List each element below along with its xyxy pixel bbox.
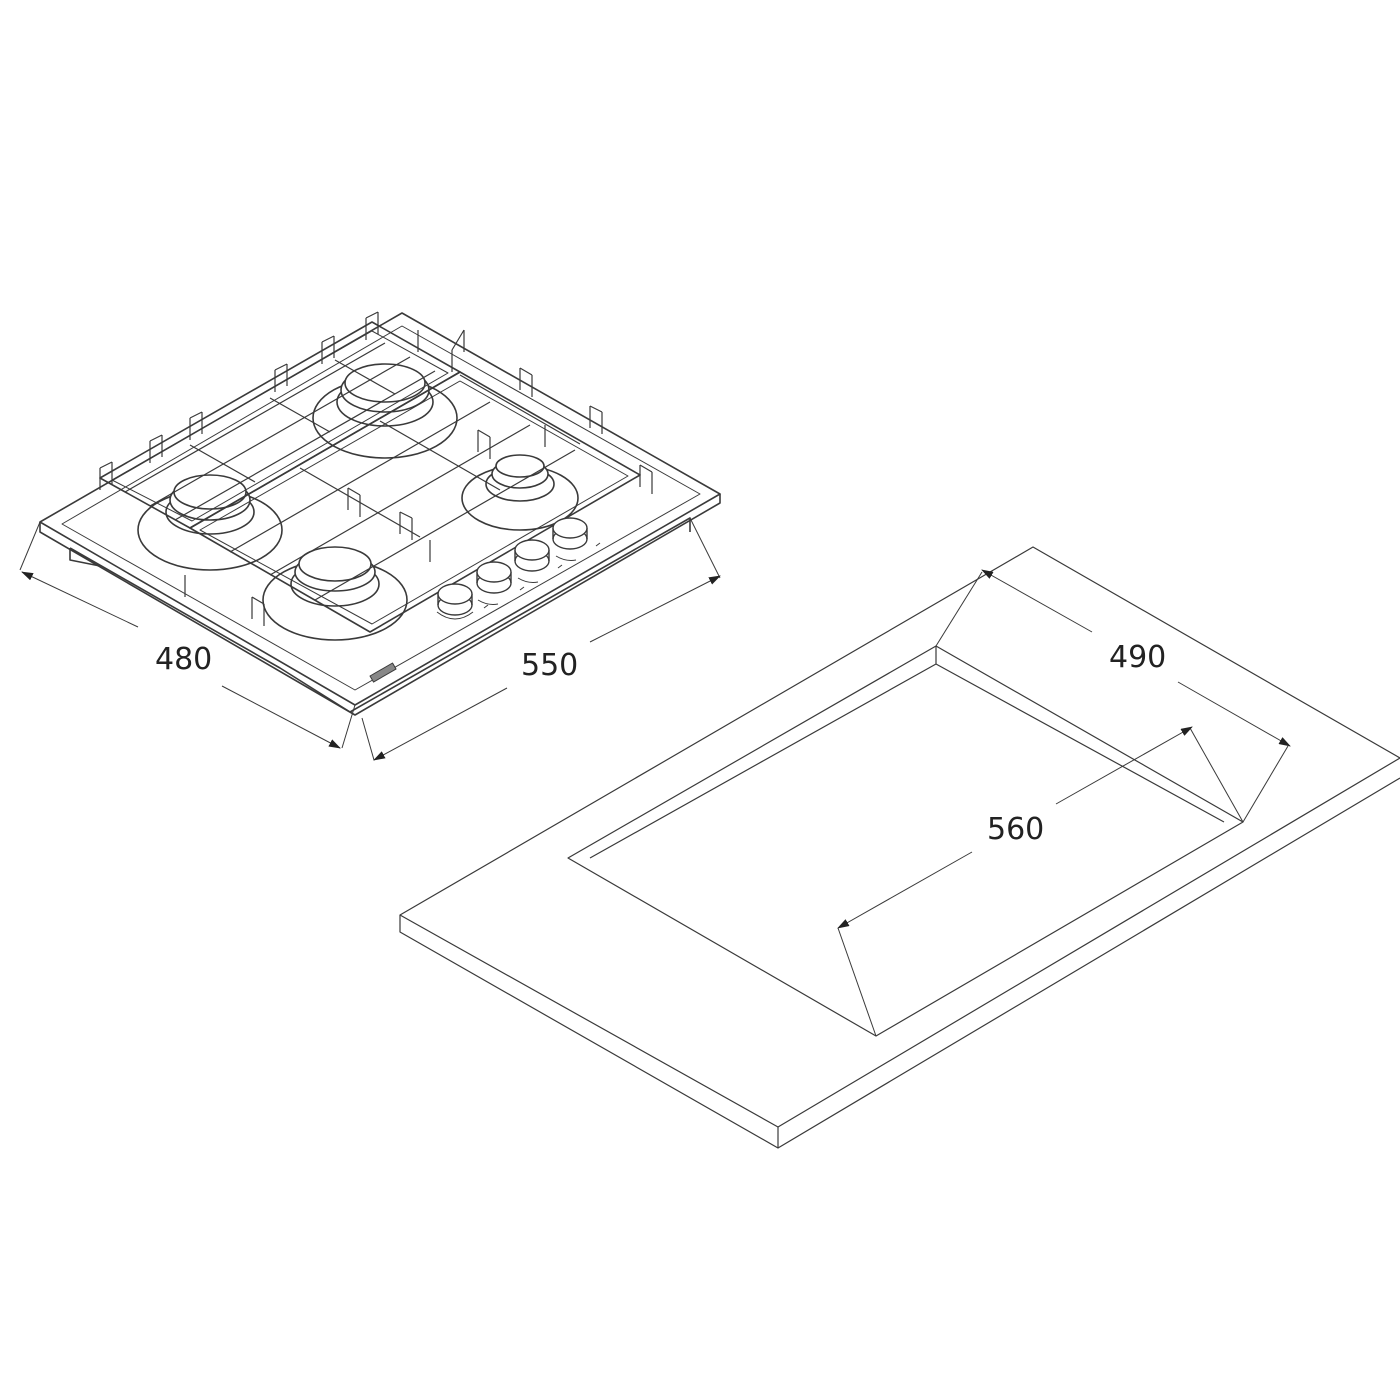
knob-3 [514,539,550,583]
dim-490-line-a [981,569,1093,633]
extension-line-left [19,521,41,571]
extension-560-right [1189,727,1244,823]
cutout-dimensions [837,569,1291,1037]
dim-550-line-b [589,575,721,643]
dim-550-line-a [373,687,508,761]
extension-490-left [935,571,983,647]
pan-support-grates [99,311,653,633]
extension-560-left [837,927,877,1037]
gas-hob [39,311,721,716]
hob-top-inner-rim [61,325,701,691]
burners [137,363,579,641]
extension-line-right [689,517,721,579]
countertop [399,546,1400,1149]
dim-480-line-a [21,571,139,628]
knob-1 [436,583,474,620]
burner-rear-large [312,363,458,459]
brand-badge [369,662,397,683]
dim-560-line-b [1055,726,1193,805]
knob-4 [552,517,588,561]
hob-dimensions [19,517,721,761]
cutout-width-label: 560 [985,812,1047,847]
extension-line-front-2 [361,717,375,761]
cutout-depth-label: 490 [1107,640,1169,675]
knob-markers [483,542,601,609]
extension-line-front [341,704,356,749]
control-knobs [436,517,601,620]
burner-right-small [461,454,579,531]
extension-490-right [1242,745,1289,823]
cutout-inner-wall [589,646,1225,859]
dim-490-line-b [1177,681,1291,747]
countertop-front-edge [399,777,1400,1149]
burner-front-medium [262,546,408,641]
hob-body [39,494,721,716]
knob-2 [476,561,512,605]
hob-depth-label: 480 [153,642,215,677]
dim-560-line-a [837,851,973,929]
dim-480-line-b [221,685,341,749]
hob-width-label: 550 [519,648,581,683]
